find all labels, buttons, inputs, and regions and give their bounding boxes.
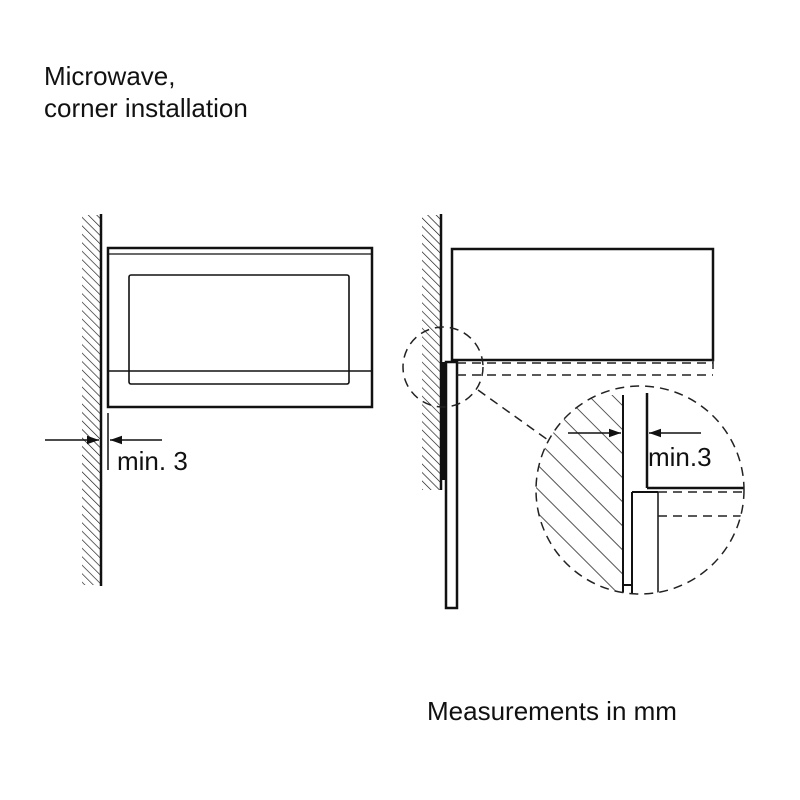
- detail-magnified-view: min.3: [535, 385, 745, 595]
- microwave-front: [106, 246, 374, 409]
- detail-circle: [535, 385, 745, 595]
- units-note: Measurements in mm: [427, 696, 677, 726]
- wall-hatching: [536, 395, 623, 594]
- detail-dimension-label: min.3: [648, 442, 712, 472]
- microwave-door-panel: [444, 360, 459, 610]
- wall-hatching: [82, 215, 101, 585]
- dimension-label: min. 3: [117, 446, 188, 476]
- title-line-1: Microwave,: [44, 61, 175, 91]
- right-side-view: min.3: [402, 214, 745, 610]
- gap-dimension: min. 3: [45, 413, 188, 476]
- detail-marker-circle: [402, 326, 484, 408]
- title-line-2: corner installation: [44, 93, 248, 123]
- detail-leader-line: [477, 389, 549, 441]
- cabinet-side: [450, 247, 715, 362]
- left-front-view: min. 3: [45, 214, 374, 586]
- wall-hatching: [422, 215, 441, 490]
- spacer-strip: [441, 362, 446, 480]
- microwave-window: [128, 274, 350, 385]
